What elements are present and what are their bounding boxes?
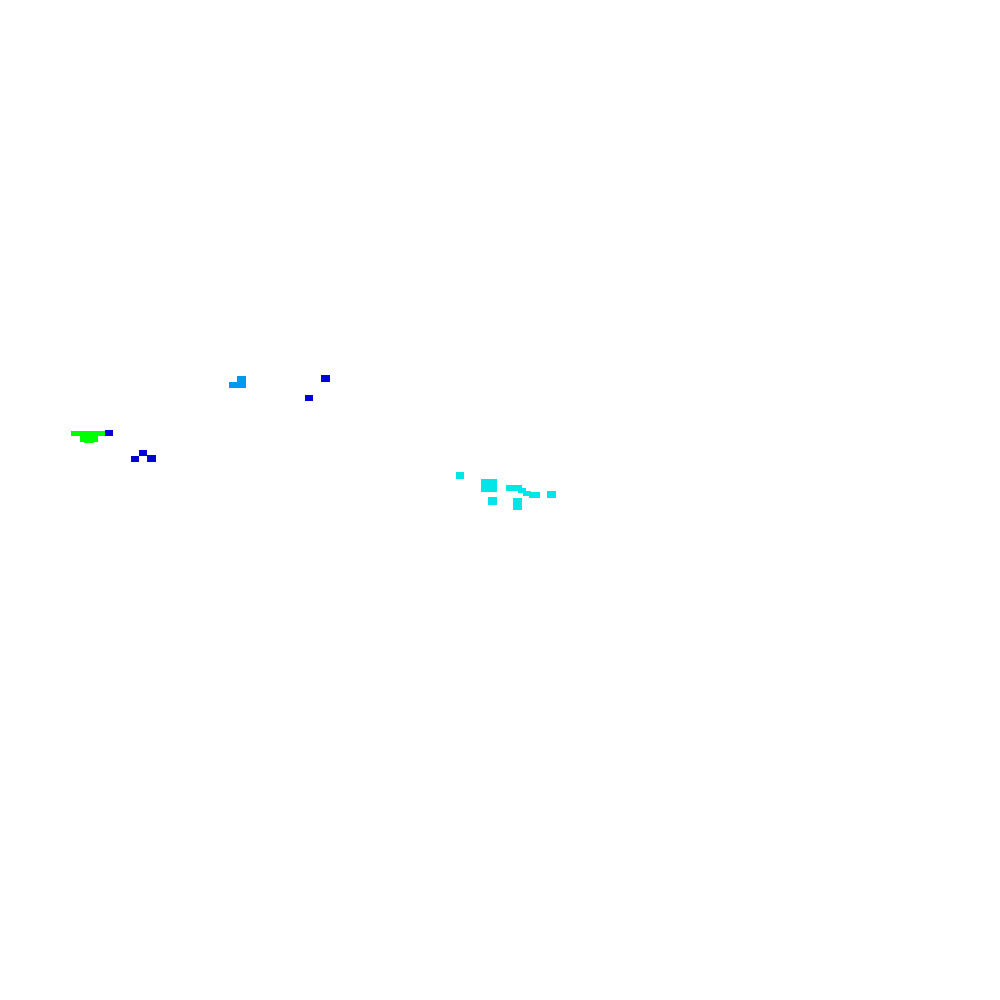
sky-blue-block — [237, 376, 246, 388]
sky-blue-cluster — [229, 376, 246, 388]
blue-block — [321, 375, 330, 382]
cyan-block — [488, 497, 497, 505]
blue-block — [305, 395, 313, 401]
cyan-block — [506, 485, 522, 491]
cyan-block — [529, 492, 540, 498]
blue-cluster — [105, 375, 330, 462]
cyan-cluster — [456, 472, 556, 510]
green-block — [84, 440, 94, 443]
cyan-block — [547, 491, 556, 498]
cyan-block — [551, 495, 556, 498]
blue-block — [131, 456, 139, 462]
green-block — [80, 436, 98, 442]
cyan-block — [518, 488, 526, 493]
cyan-block — [481, 479, 497, 492]
blue-block — [147, 455, 156, 462]
cyan-block — [513, 498, 522, 510]
green-cluster — [71, 431, 105, 443]
sky-blue-block — [229, 382, 239, 388]
green-block — [71, 431, 105, 436]
cyan-block — [523, 491, 531, 496]
pixel-blocks-layer — [71, 375, 556, 510]
blue-block — [105, 430, 113, 436]
cyan-block — [456, 472, 464, 479]
blue-block — [139, 450, 147, 456]
